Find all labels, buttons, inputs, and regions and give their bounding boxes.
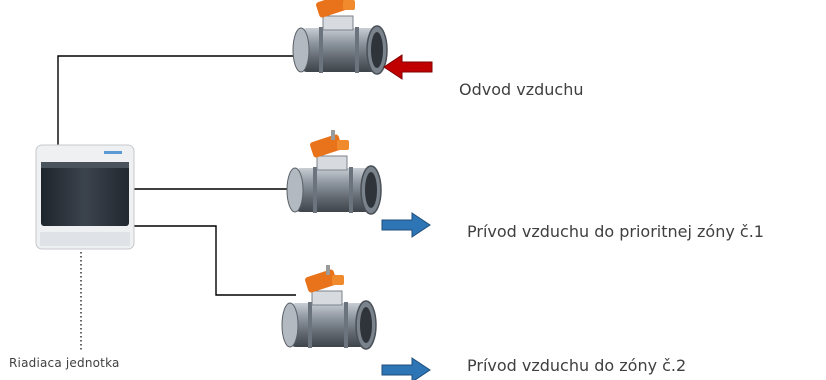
wire-zone2-damper — [134, 225, 296, 296]
wire-exhaust-damper — [57, 55, 312, 150]
damper-priority-zone — [286, 129, 382, 215]
arrow-priority-supply-right — [381, 212, 431, 238]
damper-exhaust — [292, 0, 388, 75]
priority-zone-supply-label: Prívod vzduchu do prioritnej zóny č.1 — [467, 222, 764, 241]
zone2-supply-label: Prívod vzduchu do zóny č.2 — [467, 356, 687, 375]
exhaust-air-label: Odvod vzduchu — [459, 80, 584, 99]
arrow-exhaust-left — [383, 54, 433, 80]
control-unit — [35, 144, 135, 250]
damper-zone2 — [281, 264, 377, 350]
arrow-zone2-supply-right — [381, 357, 431, 380]
wiring — [57, 55, 312, 352]
control-unit-label: Riadiaca jednotka — [9, 356, 120, 370]
